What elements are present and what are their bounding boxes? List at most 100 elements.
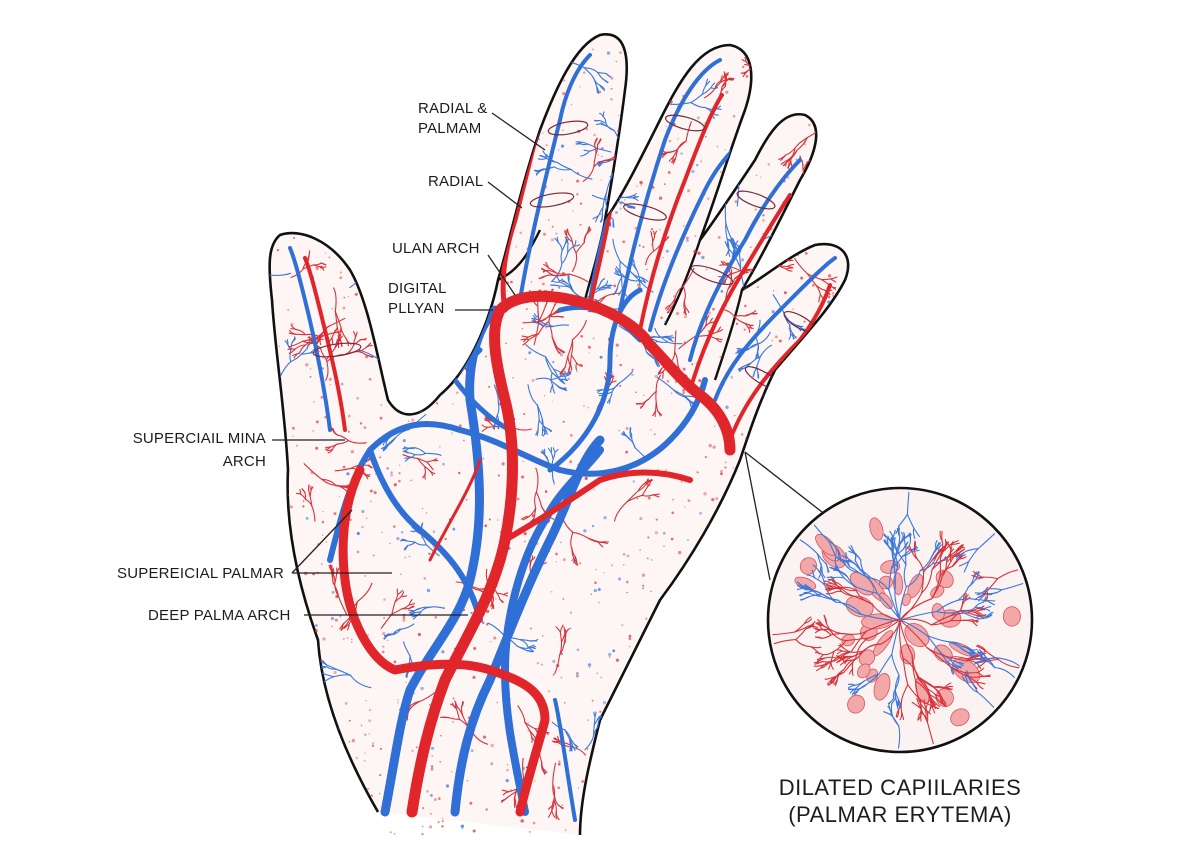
speckle-dot	[398, 320, 401, 324]
speckle-dot	[745, 548, 749, 552]
speckle-dot	[667, 171, 671, 174]
speckle-dot	[608, 656, 611, 658]
vessel-branch	[704, 637, 708, 644]
speckle-dot	[734, 414, 736, 417]
speckle-dot	[492, 231, 494, 234]
vessel-branch	[598, 284, 606, 291]
vessel-branch	[403, 366, 413, 368]
speckle-dot	[432, 530, 436, 533]
speckle-dot	[656, 632, 660, 636]
vessel-branch	[787, 159, 792, 169]
speckle-dot	[700, 160, 703, 163]
speckle-dot	[555, 232, 558, 235]
speckle-dot	[512, 377, 514, 379]
vessel-branch	[672, 157, 677, 165]
vessel-branch	[397, 383, 403, 390]
vessel-branch	[602, 116, 607, 124]
vessel-branch	[338, 596, 348, 616]
speckle-dot	[340, 382, 344, 386]
speckle-dot	[856, 288, 858, 290]
vessel-branch	[553, 368, 560, 380]
vessel-branch	[575, 362, 578, 371]
speckle-dot	[425, 512, 428, 514]
speckle-dot	[803, 143, 807, 146]
vessel-branch	[602, 78, 609, 83]
speckle-dot	[716, 145, 719, 148]
vessel-branch	[602, 741, 617, 760]
speckle-dot	[743, 328, 746, 331]
vessel-branch	[501, 796, 509, 802]
vessel-branch	[508, 110, 512, 115]
vessel-branch	[569, 745, 572, 752]
speckle-dot	[465, 347, 468, 350]
speckle-dot	[389, 166, 393, 170]
vessel-branch	[593, 137, 598, 145]
speckle-dot	[701, 255, 705, 260]
speckle-dot	[799, 477, 802, 481]
vessel-branch	[659, 691, 665, 696]
speckle-dot	[673, 726, 677, 730]
speckle-dot	[809, 722, 812, 725]
vessel-branch	[554, 448, 559, 453]
vessel-branch	[721, 80, 727, 88]
speckle-dot	[671, 392, 673, 394]
speckle-dot	[736, 625, 739, 627]
vessel-branch	[604, 286, 612, 289]
vessel-branch	[412, 615, 417, 620]
vessel-branch	[693, 690, 699, 694]
vessel-branch	[348, 782, 354, 787]
speckle-dot	[259, 631, 262, 634]
speckle-dot	[269, 134, 270, 137]
speckle-dot	[521, 171, 523, 174]
speckle-dot	[371, 744, 375, 747]
speckle-dot	[619, 51, 622, 54]
vessel-branch	[748, 343, 760, 350]
vessel-branch	[519, 110, 522, 118]
speckle-dot	[851, 38, 853, 40]
vessel-branch	[583, 232, 588, 244]
speckle-dot	[389, 831, 392, 834]
speckle-dot	[812, 284, 815, 287]
vessel-branch	[716, 326, 721, 333]
vessel-branch	[387, 436, 397, 445]
speckle-dot	[858, 228, 860, 230]
vessel-branch	[669, 761, 675, 770]
vessel-branch	[903, 541, 909, 549]
vessel-branch	[345, 783, 351, 787]
vessel-branch	[930, 704, 940, 710]
speckle-dot	[276, 249, 279, 252]
vessel-branch	[510, 109, 513, 115]
speckle-dot	[356, 396, 360, 400]
speckle-dot	[452, 697, 455, 700]
vessel-branch	[658, 367, 663, 375]
vessel-branch	[674, 351, 679, 367]
vessel-branch	[986, 578, 999, 592]
speckle-dot	[787, 327, 790, 330]
vessel-branch	[529, 638, 539, 642]
speckle-dot	[726, 530, 730, 534]
speckle-dot	[505, 779, 509, 783]
vessel-branch	[403, 446, 410, 449]
speckle-dot	[263, 500, 265, 502]
vessel-branch	[750, 66, 761, 70]
speckle-dot	[672, 498, 674, 501]
speckle-dot	[712, 445, 716, 449]
vessel-branch	[503, 110, 510, 115]
vessel-branch	[684, 395, 695, 398]
speckle-dot	[338, 496, 340, 498]
speckle-dot	[540, 663, 543, 666]
speckle-dot	[496, 701, 499, 704]
vessel-branch	[752, 372, 755, 378]
vessel-branch	[355, 224, 359, 238]
speckle-dot	[266, 689, 269, 692]
speckle-dot	[705, 583, 708, 586]
vessel-branch	[579, 154, 586, 157]
vessel-branch	[906, 491, 910, 515]
vessel-branch	[957, 598, 976, 601]
vessel-branch	[950, 667, 954, 675]
vessel-branch	[939, 548, 945, 560]
speckle-dot	[725, 774, 727, 776]
speckle-dot	[515, 246, 518, 248]
speckle-dot	[754, 70, 756, 73]
speckle-dot	[559, 353, 564, 357]
